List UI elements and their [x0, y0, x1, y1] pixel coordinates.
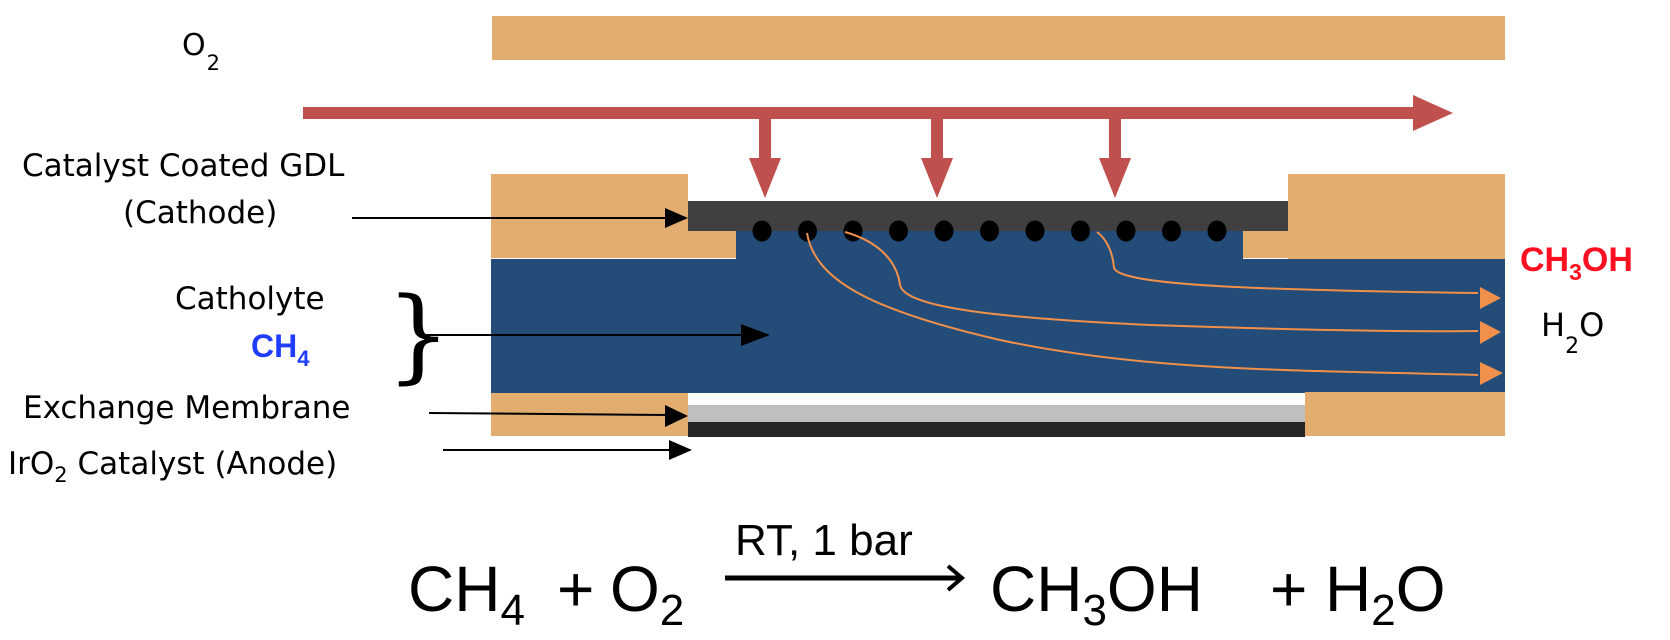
o2-flow-arrow	[303, 95, 1453, 131]
catalyst-particle	[843, 220, 863, 242]
eq-condition: RT, 1 bar	[735, 516, 913, 565]
o2-inlet-arrow	[1099, 119, 1131, 198]
frame-lower-right	[1305, 392, 1505, 436]
cathode-label-line2: (Cathode)	[123, 195, 277, 231]
ch4-feed-label: CH4	[251, 328, 310, 371]
product-stream-3	[1096, 231, 1479, 294]
cathode-label-line1: Catalyst Coated GDL	[22, 148, 345, 184]
eq-reactant-o2: O2	[610, 553, 684, 635]
o2-inlet-arrow	[749, 119, 781, 198]
catalyst-particle	[889, 220, 908, 242]
eq-plus-2: +	[1270, 553, 1307, 625]
anode-label: IrO2 Catalyst (Anode)	[8, 446, 337, 487]
eq-product-ch3oh: CH3OH	[990, 553, 1203, 635]
eq-reactant-ch4: CH4	[408, 553, 525, 635]
arrowhead-2	[1480, 321, 1501, 344]
cathode-pointer-arrow	[352, 208, 688, 228]
membrane-pointer-arrow	[428, 405, 688, 427]
h2o-product-label: H2O	[1541, 306, 1604, 359]
catholyte-pointer-arrow	[420, 324, 770, 346]
catalyst-particle	[798, 220, 817, 242]
catholyte-label: Catholyte	[175, 281, 325, 317]
frame-upper-left-step	[688, 230, 736, 258]
catalyst-particle	[1116, 220, 1136, 242]
eq-plus-1: +	[557, 553, 594, 625]
catalyst-particle	[1025, 220, 1045, 242]
o2-label: O2	[182, 28, 220, 75]
catalyst-particle	[752, 220, 772, 242]
catalyst-particle	[1071, 220, 1090, 242]
ch3oh-product-label: CH3OH	[1520, 241, 1633, 285]
frame-upper-right	[1288, 174, 1505, 259]
arrowhead-3	[1480, 362, 1503, 385]
o2-inlet-arrow	[921, 119, 953, 198]
catalyst-particle	[980, 220, 999, 242]
catalyst-particle	[1162, 220, 1181, 242]
membrane-label: Exchange Membrane	[23, 390, 350, 426]
reaction-equation: CH4 + O2 RT, 1 bar CH3OH + H2O	[408, 516, 1445, 635]
frame-upper-left	[491, 174, 688, 258]
anode-pointer-arrow	[443, 440, 692, 460]
product-streams	[806, 231, 1479, 376]
top-flow-plate	[492, 16, 1505, 60]
anode-catalyst	[688, 422, 1305, 437]
product-stream-2	[844, 231, 1479, 333]
catalyst-particle	[1207, 220, 1227, 242]
product-arrowheads	[1480, 287, 1503, 385]
exchange-membrane	[688, 405, 1305, 422]
catalyst-particle	[934, 220, 954, 242]
arrowhead-1	[1480, 287, 1501, 309]
eq-product-h2o: H2O	[1325, 553, 1445, 635]
frame-upper-right-step	[1243, 230, 1288, 258]
product-stream-1	[806, 232, 1479, 376]
eq-reaction-arrow	[725, 564, 966, 592]
